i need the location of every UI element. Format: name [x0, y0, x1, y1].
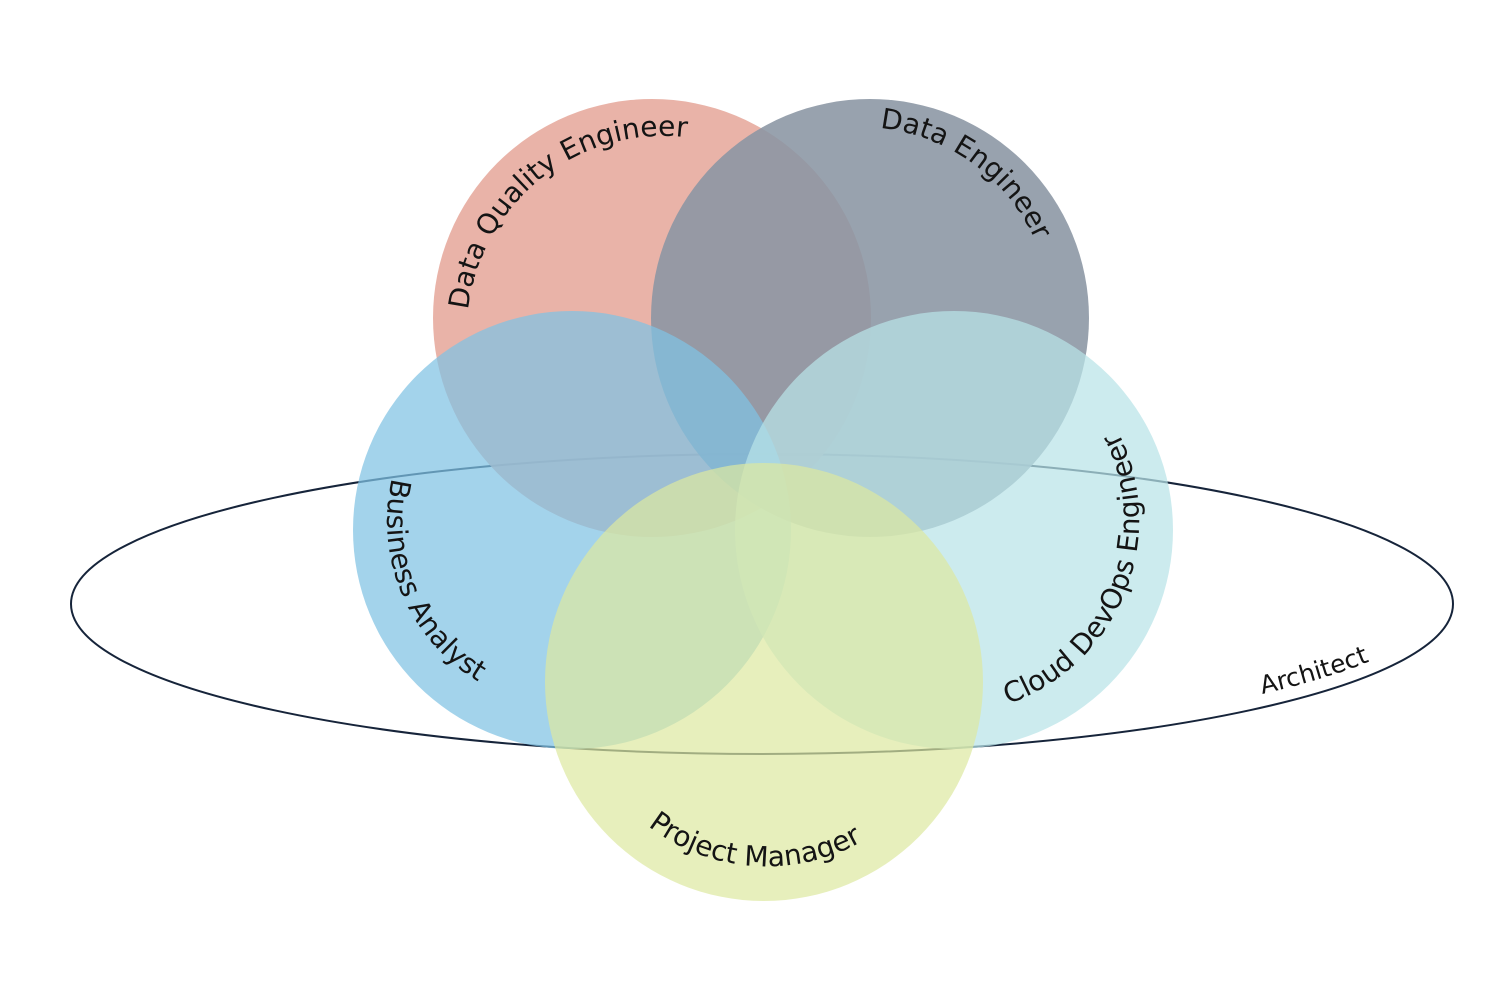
architect-label: Architect [1257, 640, 1372, 700]
architect-label-text: Architect [1257, 640, 1372, 700]
project-manager-circle [545, 463, 983, 901]
circles-group [353, 99, 1173, 901]
